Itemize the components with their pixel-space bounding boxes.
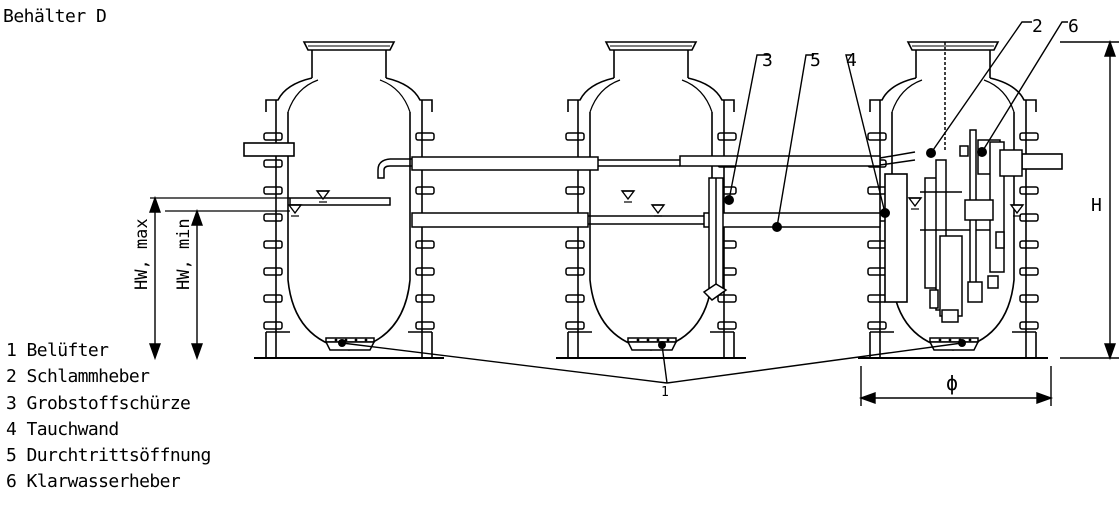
sludge-lifter [920, 42, 1000, 323]
dimension-height [1060, 39, 1119, 361]
water-level-symbol [316, 190, 330, 203]
dimension-label: HW, max [132, 218, 152, 290]
legend-item: 4 Tauchwand [6, 418, 119, 440]
callout-label: 3 [762, 50, 773, 71]
legend-item: 3 Grobstoffschürze [6, 392, 191, 414]
dimension-hw-max [149, 195, 161, 361]
callout-label: 1 [661, 385, 669, 400]
dimension-label: ϕ [946, 371, 958, 395]
water-level-symbol [621, 190, 635, 203]
water-level-symbol [908, 197, 922, 210]
dimension-diameter [858, 366, 1054, 406]
tank-1 [253, 41, 445, 359]
clear-water-lifter [959, 129, 1023, 303]
callout-label: 4 [846, 50, 857, 71]
dimension-hw-min [191, 208, 203, 361]
upper-pipe [377, 151, 916, 179]
diagram-title: Behälter D [3, 6, 107, 27]
inlet-pipe [243, 142, 295, 157]
legend-item: 5 Durchtrittsöffnung [6, 445, 211, 467]
legend-item: 1 Belüfter [6, 340, 109, 361]
dimension-label: H [1091, 195, 1102, 216]
legend-item: 6 Klarwasserheber [6, 471, 181, 493]
callout-label: 5 [810, 50, 821, 71]
callout-label: 6 [1068, 16, 1079, 37]
callout-label: 2 [1032, 16, 1043, 37]
coarse-screen [702, 177, 728, 301]
legend-item: 2 Schlammheber [6, 366, 150, 388]
legend: 1 Belüfter 2 Schlammheber 3 Grobstoffsch… [6, 338, 211, 496]
baffle-wall [884, 173, 908, 303]
dimension-label: HW, min [174, 218, 194, 290]
water-level-symbol [651, 204, 665, 217]
outlet-pipe [1021, 153, 1063, 170]
water-level-symbol [288, 204, 302, 217]
lower-pipe [289, 197, 881, 228]
